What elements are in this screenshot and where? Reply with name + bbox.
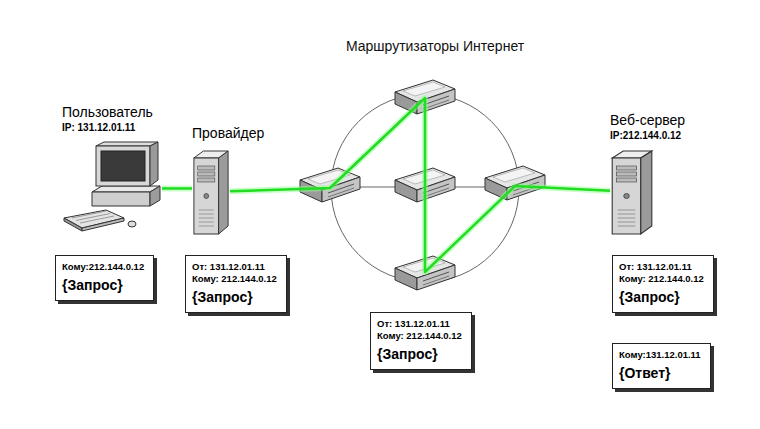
keyboard-keys — [72, 211, 106, 218]
route-glow — [230, 98, 610, 272]
ip-address: IP: 131.12.01.11 — [62, 121, 153, 134]
server-node: Провайдер — [192, 148, 230, 236]
device-name: Провайдер — [192, 125, 264, 142]
monitor — [96, 142, 158, 146]
packet-payload: {Запрос} — [62, 276, 144, 294]
monitor — [150, 142, 158, 186]
diagram-title: Маршрутизаторы Интернет — [346, 38, 524, 54]
packet-address: Кому: 212.144.0.12 — [192, 273, 277, 285]
keyboard — [82, 218, 124, 231]
packet-payload: {Запрос} — [619, 288, 704, 306]
route-glow — [162, 185, 192, 191]
computer-icon — [62, 140, 162, 235]
server-icon — [192, 148, 230, 236]
device-name: Пользователь — [62, 104, 153, 121]
packet-payload: {Запрос} — [192, 288, 277, 306]
drive-bay — [198, 178, 215, 182]
drive-bay — [617, 178, 637, 182]
packet-address: Кому:131.12.01.11 — [619, 349, 701, 361]
packet-address: От: 131.12.01.11 — [619, 261, 704, 273]
vent — [618, 210, 636, 211]
vent — [618, 214, 636, 215]
mouse — [128, 221, 136, 227]
packet-payload: {Запрос} — [377, 345, 462, 363]
drive-bay — [198, 166, 215, 170]
vent — [618, 226, 636, 227]
route-line-core — [230, 98, 610, 272]
packet-card: От: 131.12.01.11Кому: 212.144.0.12 {Запро… — [185, 255, 287, 313]
server-front — [194, 158, 219, 234]
packet-address: От: 131.12.01.11 — [192, 261, 277, 273]
keyboard-keys — [76, 214, 110, 221]
server-icon — [610, 148, 654, 236]
power-button — [204, 194, 209, 199]
device-label: ПользовательIP: 131.12.01.11 — [62, 104, 153, 134]
packet-payload: {Ответ} — [619, 364, 701, 382]
route-line — [230, 98, 610, 272]
computer-case — [92, 192, 150, 206]
packet-card: Кому:212.144.0.12 {Запрос} — [55, 255, 154, 301]
vent — [618, 218, 636, 219]
drive-bay — [617, 166, 637, 170]
vent — [618, 222, 636, 223]
server-side — [219, 151, 229, 234]
computer-node: ПользовательIP: 131.12.01.11 — [62, 140, 162, 235]
diagram-title-band: Маршрутизаторы Интернет — [0, 38, 760, 54]
vent — [199, 210, 214, 211]
packet-card: Кому:131.12.01.11 {Ответ} — [612, 343, 711, 389]
drive-bay — [617, 172, 637, 176]
keyboard-keys — [80, 216, 114, 223]
power-button — [624, 194, 630, 199]
server-side — [641, 151, 652, 234]
packet-address: Кому: 212.144.0.12 — [619, 273, 704, 285]
packet-address: Кому:212.144.0.12 — [62, 261, 144, 273]
vent — [199, 218, 214, 219]
route-line-core — [162, 187, 192, 190]
vent — [199, 222, 214, 223]
computer-case — [92, 186, 160, 192]
server-node: Веб-серверIP:212.144.0.12 — [610, 148, 654, 236]
ip-address: IP:212.144.0.12 — [610, 129, 685, 142]
drive-bay — [198, 172, 215, 176]
computer-case — [150, 186, 160, 206]
device-name: Веб-сервер — [610, 112, 685, 129]
route-line — [162, 188, 192, 189]
vent — [199, 226, 214, 227]
server-front — [612, 158, 641, 234]
packet-address: От: 131.12.01.11 — [377, 318, 462, 330]
monitor-screen — [101, 151, 145, 181]
device-label: Провайдер — [192, 125, 264, 142]
device-label: Веб-серверIP:212.144.0.12 — [610, 112, 685, 142]
packet-card: От: 131.12.01.11Кому: 212.144.0.12 {Запро… — [612, 255, 714, 313]
monitor — [96, 146, 150, 186]
packet-address: Кому: 212.144.0.12 — [377, 330, 462, 342]
router-icon — [485, 166, 545, 200]
packet-card: От: 131.12.01.11Кому: 212.144.0.12 {Запро… — [370, 312, 472, 370]
vent — [199, 214, 214, 215]
